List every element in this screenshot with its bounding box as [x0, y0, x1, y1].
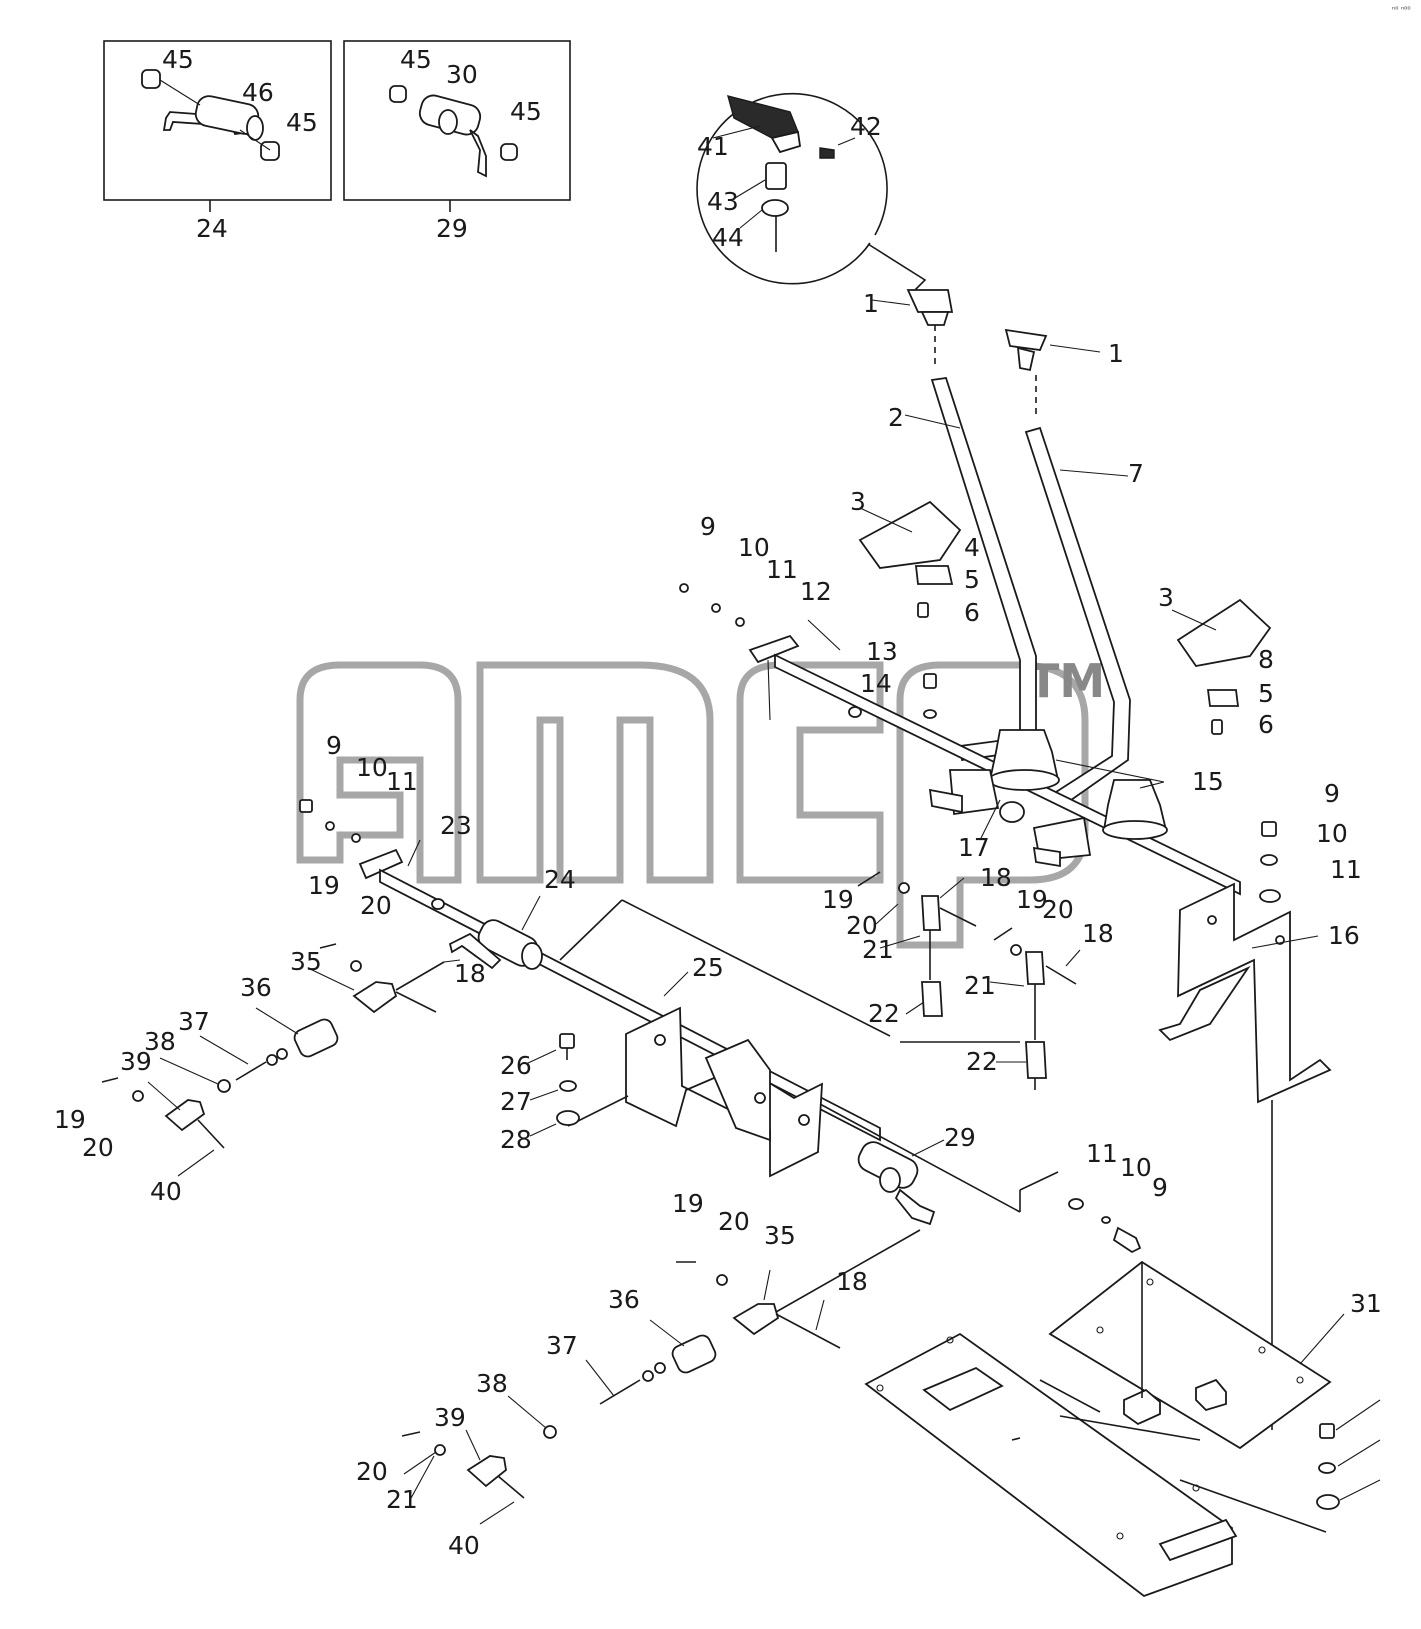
callout-41: 41	[697, 132, 729, 161]
callout-43: 43	[707, 187, 739, 216]
callout-20: 20	[846, 911, 878, 940]
callout-36: 36	[608, 1285, 640, 1314]
left-linkage: 35 18 36 37 38 39 19 20 40 19 20	[54, 871, 486, 1206]
callout-11: 11	[386, 767, 418, 796]
callout-4: 4	[964, 533, 980, 562]
callout-20: 20	[718, 1207, 750, 1236]
callout-8: 8	[1258, 645, 1274, 674]
left-shaft-assembly: 9 10 11 23 24 25	[299, 731, 1059, 1213]
callout-9: 9	[1152, 1173, 1168, 1202]
callout-19: 19	[54, 1105, 86, 1134]
callout-40: 40	[448, 1531, 480, 1560]
watermark-tm: TM	[1028, 654, 1105, 708]
callout-3: 3	[1158, 583, 1174, 612]
callout-5: 5	[964, 565, 980, 594]
callout-31: 31	[1350, 1289, 1382, 1318]
callout-39: 39	[120, 1047, 152, 1076]
callout-19: 19	[672, 1189, 704, 1218]
callout-10: 10	[356, 753, 388, 782]
callout-11: 11	[1330, 855, 1362, 884]
callout-22: 22	[868, 999, 900, 1028]
box-caption-29: 29	[436, 214, 468, 243]
callout-25: 25	[692, 953, 724, 982]
callout-38: 38	[476, 1369, 508, 1398]
callout-13: 13	[866, 637, 898, 666]
callout-45: 45	[400, 45, 432, 74]
callout-37: 37	[178, 1007, 210, 1036]
callout-1: 1	[1108, 339, 1124, 368]
callout-18: 18	[980, 863, 1012, 892]
callout-23: 23	[440, 811, 472, 840]
box-caption-24: 24	[196, 214, 228, 243]
callout-20: 20	[356, 1457, 388, 1486]
callout-38: 38	[144, 1027, 176, 1056]
callout-9: 9	[700, 512, 716, 541]
pedal-assembly: 3 4 5 6 3 8 5 6	[850, 487, 1274, 739]
callout-17: 17	[958, 833, 990, 862]
callout-45: 45	[162, 45, 194, 74]
callout-40: 40	[150, 1177, 182, 1206]
callout-45: 45	[286, 108, 318, 137]
callout-28: 28	[500, 1125, 532, 1154]
callout-18: 18	[454, 959, 486, 988]
callout-45: 45	[510, 97, 542, 126]
callout-21: 21	[386, 1485, 418, 1514]
upper-shaft-assembly: 9 10 11 12 13 14 15 16 17 9 10 11	[679, 512, 1362, 1430]
callout-29: 29	[944, 1123, 976, 1152]
callout-12: 12	[800, 577, 832, 606]
callout-35: 35	[290, 947, 322, 976]
callout-21: 21	[862, 935, 894, 964]
callout-20: 20	[1042, 895, 1074, 924]
callout-3: 3	[850, 487, 866, 516]
callout-14: 14	[860, 669, 892, 698]
callout-9: 9	[1324, 779, 1340, 808]
callout-37: 37	[546, 1331, 578, 1360]
callout-26: 26	[500, 1051, 532, 1080]
callout-36: 36	[240, 973, 272, 1002]
callout-11: 11	[1086, 1139, 1118, 1168]
callout-39: 39	[434, 1403, 466, 1432]
callout-11: 11	[766, 555, 798, 584]
shaft-29-assembly: 29 11 10 9	[857, 1123, 1168, 1254]
bolt-stack-26-28: 26 27 28	[500, 1033, 580, 1154]
callout-20: 20	[82, 1133, 114, 1162]
callout-30: 30	[446, 60, 478, 89]
callout-18: 18	[836, 1267, 868, 1296]
callout-24: 24	[544, 865, 576, 894]
callout-19: 19	[822, 885, 854, 914]
callout-10: 10	[1316, 819, 1348, 848]
link-rods: 18 19 20 21 22 18 19 20 21 22	[822, 863, 1114, 1090]
detail-box-29: 45 30 45 29	[343, 40, 571, 243]
corner-mark: ⁿ⁰ ⁿ⁰⁰	[1392, 5, 1411, 14]
callout-15: 15	[1192, 767, 1224, 796]
callout-5: 5	[1258, 679, 1274, 708]
callout-22: 22	[966, 1047, 998, 1076]
callout-18: 18	[1082, 919, 1114, 948]
callout-1: 1	[863, 289, 879, 318]
callout-7: 7	[1128, 459, 1144, 488]
callout-16: 16	[1328, 921, 1360, 950]
callout-44: 44	[712, 223, 744, 252]
detail-box-24: 45 46 45 24	[103, 40, 332, 243]
callout-46: 46	[242, 78, 274, 107]
callout-6: 6	[1258, 710, 1274, 739]
callout-2: 2	[888, 403, 904, 432]
lower-linkage: 19 20 35 18 36 37 38 39 20 21 40	[356, 1189, 921, 1560]
callout-20: 20	[360, 891, 392, 920]
callout-19: 19	[308, 871, 340, 900]
callout-19: 19	[1016, 885, 1048, 914]
knob-detail-circle: 41 42 43 44	[696, 92, 927, 291]
callout-10: 10	[738, 533, 770, 562]
callout-21: 21	[964, 971, 996, 1000]
callout-9: 9	[326, 731, 342, 760]
base-plate-31: 31	[864, 1260, 1382, 1598]
callout-42: 42	[850, 112, 882, 141]
callout-6: 6	[964, 598, 980, 627]
callout-27: 27	[500, 1087, 532, 1116]
callout-10: 10	[1120, 1153, 1152, 1182]
callout-35: 35	[764, 1221, 796, 1250]
